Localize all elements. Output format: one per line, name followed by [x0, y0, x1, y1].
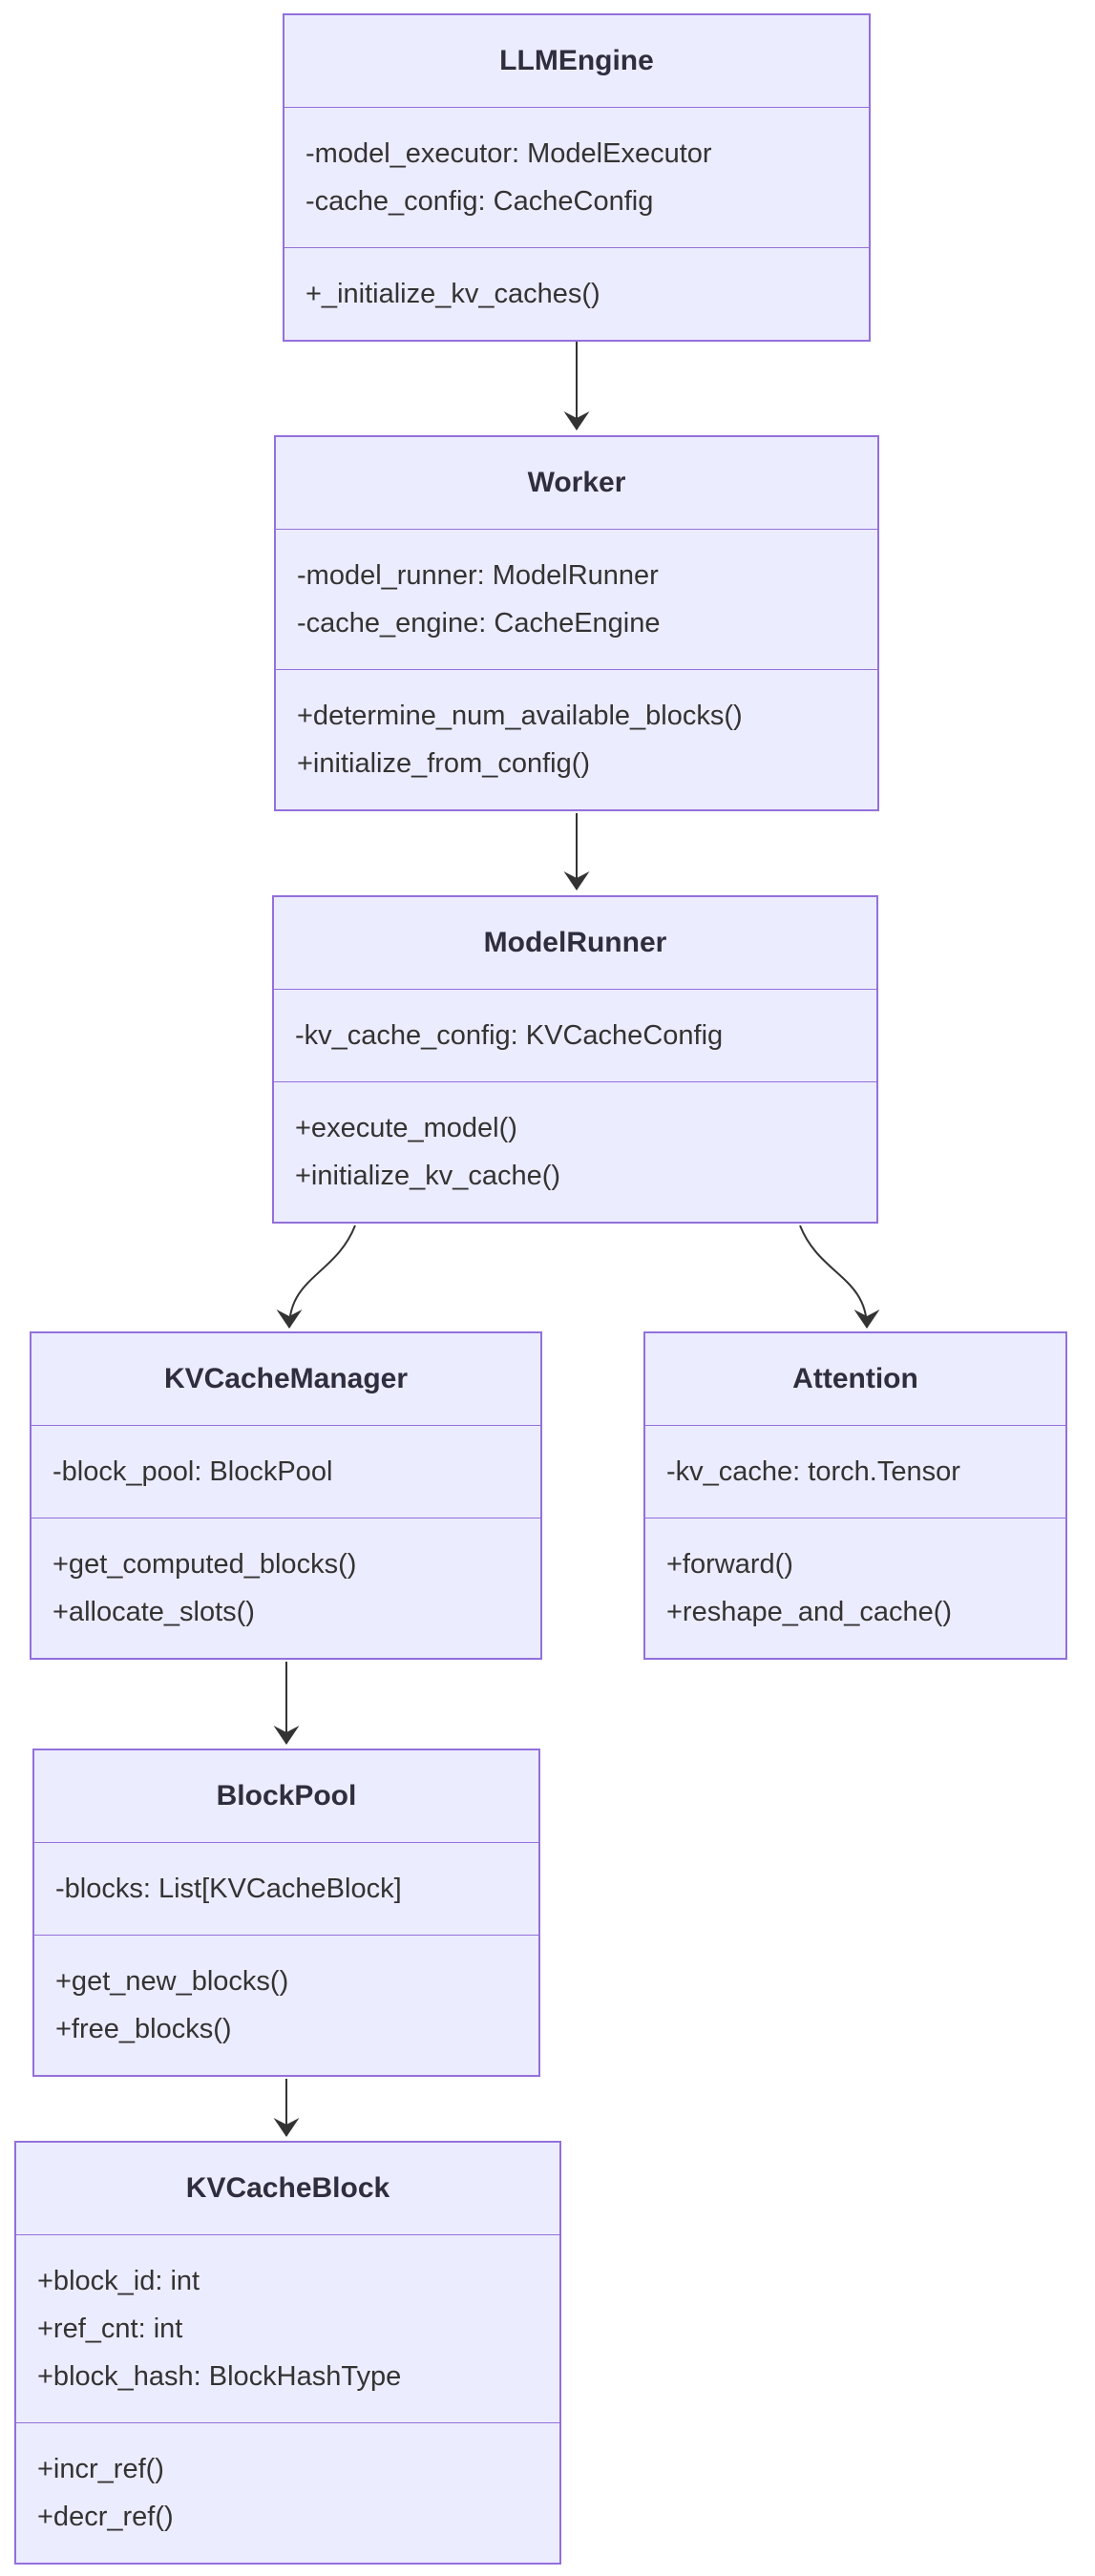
class-blockpool: BlockPool -blocks: List[KVCacheBlock] +g… — [32, 1749, 540, 2077]
method: +get_computed_blocks() — [53, 1549, 357, 1580]
class-attention: Attention -kv_cache: torch.Tensor +forwa… — [643, 1331, 1067, 1660]
method: +get_new_blocks() — [55, 1966, 289, 1997]
class-modelrunner: ModelRunner -kv_cache_config: KVCacheCon… — [272, 895, 878, 1224]
method: +execute_model() — [295, 1113, 517, 1143]
class-llmengine-title: LLMEngine — [499, 45, 654, 76]
edge-modelrunner-kvcachemanager — [276, 1225, 356, 1329]
class-kvcacheblock: KVCacheBlock +block_id: int +ref_cnt: in… — [14, 2141, 561, 2565]
attribute: -block_pool: BlockPool — [53, 1456, 333, 1487]
class-kvcachemanager-attributes: -block_pool: BlockPool — [32, 1425, 540, 1518]
class-kvcachemanager-title: KVCacheManager — [163, 1363, 409, 1394]
method: +initialize_kv_cache() — [295, 1161, 561, 1191]
class-attention-attributes: -kv_cache: torch.Tensor — [645, 1425, 1065, 1518]
class-worker-attributes: -model_runner: ModelRunner -cache_engine… — [276, 529, 877, 669]
attribute: -kv_cache: torch.Tensor — [666, 1456, 960, 1487]
method: +forward() — [666, 1549, 793, 1580]
method: +reshape_and_cache() — [666, 1597, 953, 1627]
method: +free_blocks() — [55, 2014, 232, 2044]
class-llmengine: LLMEngine -model_executor: ModelExecutor… — [283, 13, 871, 342]
class-blockpool-title: BlockPool — [216, 1780, 357, 1812]
class-blockpool-attributes: -blocks: List[KVCacheBlock] — [34, 1842, 538, 1935]
class-blockpool-methods: +get_new_blocks() +free_blocks() — [34, 1935, 538, 2075]
attribute: +block_id: int — [37, 2266, 200, 2296]
class-worker-methods: +determine_num_available_blocks() +initi… — [276, 669, 877, 809]
class-modelrunner-attributes: -kv_cache_config: KVCacheConfig — [274, 989, 876, 1081]
method: +_initialize_kv_caches() — [305, 279, 600, 309]
class-kvcachemanager-methods: +get_computed_blocks() +allocate_slots() — [32, 1518, 540, 1658]
class-worker: Worker -model_runner: ModelRunner -cache… — [274, 435, 879, 811]
method: +determine_num_available_blocks() — [297, 701, 743, 731]
class-kvcachemanager: KVCacheManager -block_pool: BlockPool +g… — [30, 1331, 542, 1660]
attribute: -cache_config: CacheConfig — [305, 186, 654, 217]
attribute: -kv_cache_config: KVCacheConfig — [295, 1020, 724, 1051]
attribute: +ref_cnt: int — [37, 2314, 183, 2344]
method: +initialize_from_config() — [297, 748, 591, 779]
edge-modelrunner-attention — [799, 1225, 880, 1329]
class-attention-methods: +forward() +reshape_and_cache() — [645, 1518, 1065, 1658]
class-kvcacheblock-title: KVCacheBlock — [185, 2172, 390, 2204]
class-kvcacheblock-attributes: +block_id: int +ref_cnt: int +block_hash… — [16, 2234, 559, 2422]
attribute: -model_executor: ModelExecutor — [305, 138, 712, 169]
method: +allocate_slots() — [53, 1597, 255, 1627]
class-worker-title: Worker — [527, 467, 626, 498]
class-modelrunner-title: ModelRunner — [483, 927, 667, 958]
attribute: -cache_engine: CacheEngine — [297, 608, 661, 639]
method: +decr_ref() — [37, 2502, 174, 2532]
class-llmengine-attributes: -model_executor: ModelExecutor -cache_co… — [284, 107, 869, 247]
attribute: -blocks: List[KVCacheBlock] — [55, 1874, 402, 1904]
class-llmengine-methods: +_initialize_kv_caches() — [284, 247, 869, 340]
method: +incr_ref() — [37, 2454, 164, 2484]
class-modelrunner-methods: +execute_model() +initialize_kv_cache() — [274, 1081, 876, 1222]
class-kvcacheblock-methods: +incr_ref() +decr_ref() — [16, 2422, 559, 2563]
attribute: +block_hash: BlockHashType — [37, 2361, 402, 2392]
attribute: -model_runner: ModelRunner — [297, 560, 659, 591]
class-attention-title: Attention — [792, 1363, 918, 1394]
